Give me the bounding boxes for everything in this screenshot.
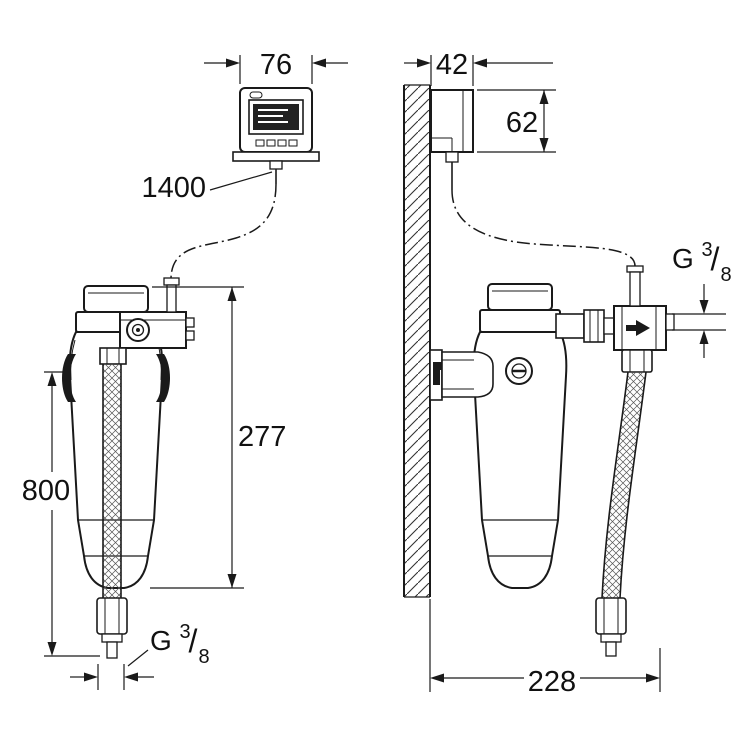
dimension-277: 277 (150, 286, 286, 589)
dim-42-label: 42 (436, 49, 468, 81)
cable-socket-cap (163, 277, 180, 286)
hose-thread-tail (106, 641, 118, 659)
cable-gland (269, 160, 283, 170)
coupling-hex-nut (583, 309, 605, 343)
cable-length-label: 1400 (141, 172, 206, 204)
right-filter-assembly (429, 265, 675, 657)
dim-76-label: 76 (260, 49, 292, 81)
flow-direction-arrow (636, 320, 650, 336)
cable-socket-pin-right (629, 271, 641, 307)
left-filter-assembly (62, 277, 195, 659)
unit-button (255, 139, 265, 147)
dim-228-label: 228 (528, 666, 576, 698)
thread-left-slash: / (189, 623, 198, 659)
dimension-800: 800 (22, 371, 100, 657)
dimension-228: 228 (429, 599, 661, 698)
dimension-76: 76 (204, 49, 348, 84)
cable-socket-cap-right (626, 265, 644, 273)
dim-800-label: 800 (22, 475, 70, 507)
dim-62-label: 62 (506, 107, 538, 139)
dim-277-label: 277 (238, 421, 286, 453)
unit-button (277, 139, 287, 147)
unit-button (266, 139, 276, 147)
dimension-1400: 1400 (141, 171, 273, 204)
thread-left-denominator: 8 (198, 646, 209, 668)
thread-right-prefix: G (672, 243, 694, 274)
bracket-arm (441, 351, 494, 398)
indicator-led (249, 91, 263, 99)
braided-hose-right (602, 372, 646, 598)
filter-cap-right (487, 283, 553, 311)
side-clip (156, 354, 170, 402)
thread-left-prefix: G (150, 625, 172, 656)
control-unit-side-view (430, 89, 474, 190)
hose-thread-tail-right (605, 641, 617, 657)
hose-top-nut (99, 347, 127, 365)
thread-size-right: G 3 / 8 (672, 239, 732, 358)
cable-gland-side (445, 151, 459, 163)
thread-right-slash: / (711, 241, 720, 277)
unit-button (288, 139, 298, 147)
valve-outlet-thread (665, 313, 675, 331)
thread-right-numerator: 3 (701, 239, 712, 261)
hose-union-nut (96, 597, 128, 635)
filter-cap (83, 285, 149, 313)
left-cable (170, 183, 277, 279)
side-clip (62, 354, 76, 402)
hose-top-nut-right (621, 349, 653, 373)
cable-socket-pin (166, 284, 177, 313)
dimension-42: 42 (404, 49, 553, 86)
thread-size-left: G 3 / 8 (70, 621, 210, 690)
dimension-62: 62 (477, 89, 556, 153)
thread-right-denominator: 8 (720, 264, 731, 286)
filter-shoulder-right (479, 309, 561, 333)
wall-section (403, 84, 431, 598)
right-cable (451, 189, 636, 267)
connection-cables (170, 183, 636, 279)
control-unit-front-view (232, 87, 320, 184)
hose-union-nut-right (595, 597, 627, 635)
unit-base (232, 151, 320, 162)
head-coupling (555, 313, 585, 339)
braided-hose (103, 364, 121, 598)
thread-left-numerator: 3 (179, 621, 190, 643)
